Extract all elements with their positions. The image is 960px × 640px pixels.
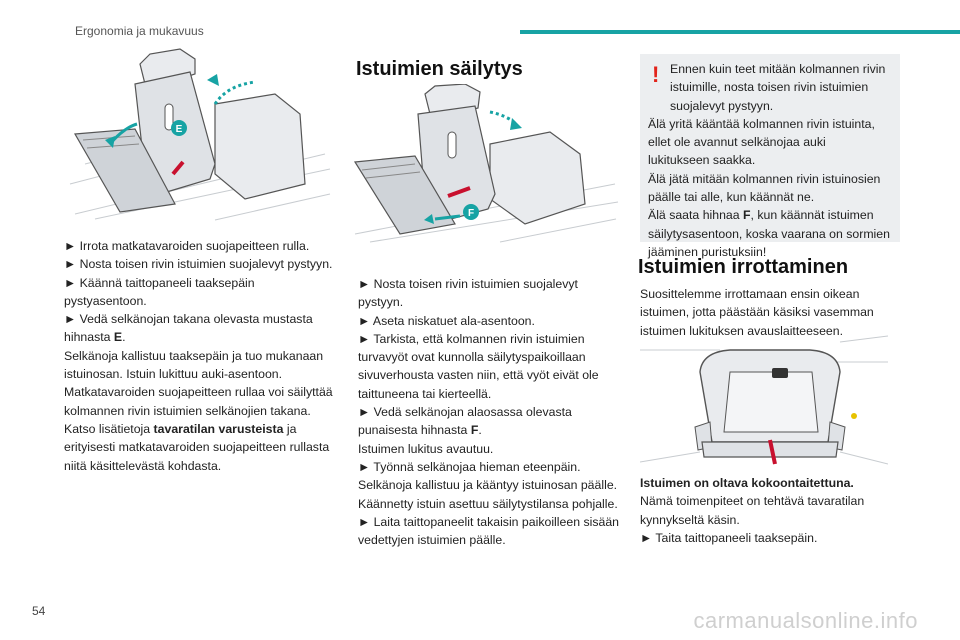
callout-e: E	[176, 124, 183, 135]
figure-seat-fold-f: F	[353, 84, 619, 243]
text-part: Katso lisätietoja	[64, 421, 154, 436]
body-text: Katso lisätietoja tavaratilan varusteist…	[64, 420, 339, 475]
sub-heading: Istuimen on oltava kokoontaitettuna.	[640, 476, 854, 490]
text-part: ► Vedä selkänojan alaosassa olevasta pun…	[358, 405, 572, 438]
step-text: ► Laita taittopaneelit takaisin paikoill…	[358, 514, 620, 548]
step-text: ► Aseta niskatuet ala-asentoon.	[358, 313, 535, 328]
body-text: Selkänoja kallistuu taaksepäin ja tuo mu…	[64, 348, 324, 382]
body-text: Nämä toimenpiteet on tehtävä tavaratilan…	[640, 494, 865, 527]
text-part: , kun käännät istuimen säilytysasentoon,…	[648, 208, 890, 259]
text-part: ja erityisesti matkatavaroiden suojapeit…	[64, 421, 330, 473]
text-part: Älä saata hihnaa	[648, 208, 744, 223]
body-text: Matkatavaroiden suojapeitteen rullaa voi…	[64, 385, 333, 418]
page-number: 54	[32, 604, 46, 618]
column-3-lower: Istuimen on oltava kokoontaitettuna. Näm…	[640, 474, 902, 547]
figure-seat-removal	[640, 335, 888, 465]
heading-storage: Istuimien säilytys	[356, 58, 523, 80]
header-accent-bar	[520, 30, 960, 34]
body-text: Suosittelemme irrottamaan ensin oikean i…	[640, 287, 874, 338]
warning-text: Älä jätä mitään kolmannen rivin istuinos…	[648, 171, 881, 205]
text-part: ► Vedä selkänojan takana olevasta mustas…	[64, 312, 313, 345]
step-text: ► Nosta toisen rivin istuimien suojalevy…	[64, 257, 333, 272]
column-2: ► Nosta toisen rivin istuimien suojalevy…	[358, 275, 620, 549]
step-text: ► Vedä selkänojan alaosassa olevasta pun…	[358, 403, 620, 440]
text-part: .	[478, 423, 482, 438]
body-text: Selkänoja kallistuu ja kääntyy istuinosa…	[358, 478, 618, 511]
step-text: ► Irrota matkatavaroiden suojapeitteen r…	[64, 239, 310, 253]
callout-f: F	[468, 208, 474, 219]
cross-reference: tavaratilan varusteista	[153, 421, 284, 436]
step-text: ► Vedä selkänojan takana olevasta mustas…	[64, 310, 339, 347]
text-part: .	[122, 330, 126, 345]
step-text: ► Työnnä selkänojaa hieman eteenpäin.	[358, 459, 581, 474]
strap-label: F	[470, 423, 479, 438]
warning-text: Älä yritä kääntää kolmannen rivin istuin…	[648, 116, 875, 168]
column-3: Suosittelemme irrottamaan ensin oikean i…	[640, 285, 902, 340]
step-text: ► Tarkista, että kolmannen rivin istuimi…	[358, 331, 599, 401]
warning-text: Älä saata hihnaa F, kun käännät istuimen…	[648, 206, 890, 261]
warning-icon: !	[652, 62, 660, 87]
figure-seat-unlock-e: E	[69, 48, 331, 221]
body-text: Istuimen lukitus avautuu.	[358, 441, 494, 456]
watermark: carmanualsonline.info	[693, 608, 918, 633]
heading-removal: Istuimien irrottaminen	[638, 256, 849, 278]
step-text: ► Nosta toisen rivin istuimien suojalevy…	[358, 277, 578, 310]
step-text: ► Käännä taittopaneeli taaksepäin pystya…	[64, 275, 255, 308]
warning-text: Ennen kuin teet mitään kolmannen rivin i…	[670, 62, 886, 113]
warning-box: ! Ennen kuin teet mitään kolmannen rivin…	[640, 54, 900, 259]
strap-label: E	[113, 330, 123, 345]
column-1: ► Irrota matkatavaroiden suojapeitteen r…	[64, 237, 339, 475]
step-text: ► Taita taittopaneeli taaksepäin.	[640, 530, 818, 545]
section-title: Ergonomia ja mukavuus	[75, 24, 204, 38]
strap-label: F	[743, 208, 751, 223]
